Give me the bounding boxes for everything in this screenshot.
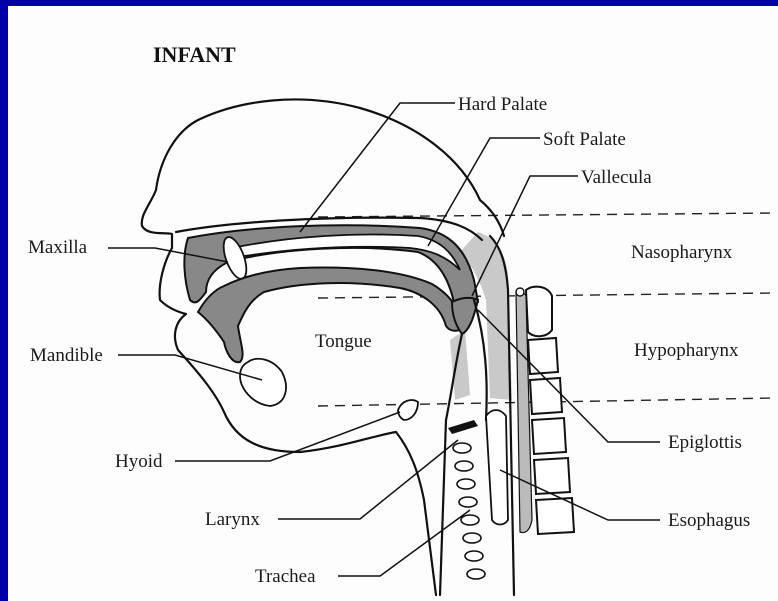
anterior-pharynx-line [474,300,487,420]
vocal-cords [448,420,478,434]
cervical-vertebrae [526,287,574,534]
label-nasopharynx: Nasopharynx [631,242,733,263]
hyoid-leader [175,412,400,461]
esophagus-tube [486,410,508,525]
nasopharynx-level-line [318,213,775,217]
label-hyoid: Hyoid [115,451,163,472]
label-hard-palate: Hard Palate [458,94,547,115]
diagram-title: INFANT [153,42,236,67]
hyoid-bone [398,400,418,420]
label-larynx: Larynx [205,509,260,530]
label-tongue: Tongue [315,331,372,352]
diagram-paper: INFANT Hard Palate Soft Palate Vallecula… [8,6,778,601]
hard-palate-leader [300,103,455,232]
label-epiglottis: Epiglottis [668,432,742,453]
atlas-tubercle [516,288,524,296]
label-vallecula: Vallecula [581,167,652,188]
label-trachea: Trachea [255,566,316,587]
leader-lines [108,103,660,576]
label-maxilla: Maxilla [28,237,88,258]
label-esophagus: Esophagus [668,510,750,531]
trachea-leader [338,510,470,576]
label-mandible: Mandible [30,345,103,366]
label-soft-palate: Soft Palate [543,129,626,150]
label-hypopharynx: Hypopharynx [634,340,739,361]
mandible-bone [240,359,286,406]
infant-airway-diagram: INFANT Hard Palate Soft Palate Vallecula… [8,6,778,601]
